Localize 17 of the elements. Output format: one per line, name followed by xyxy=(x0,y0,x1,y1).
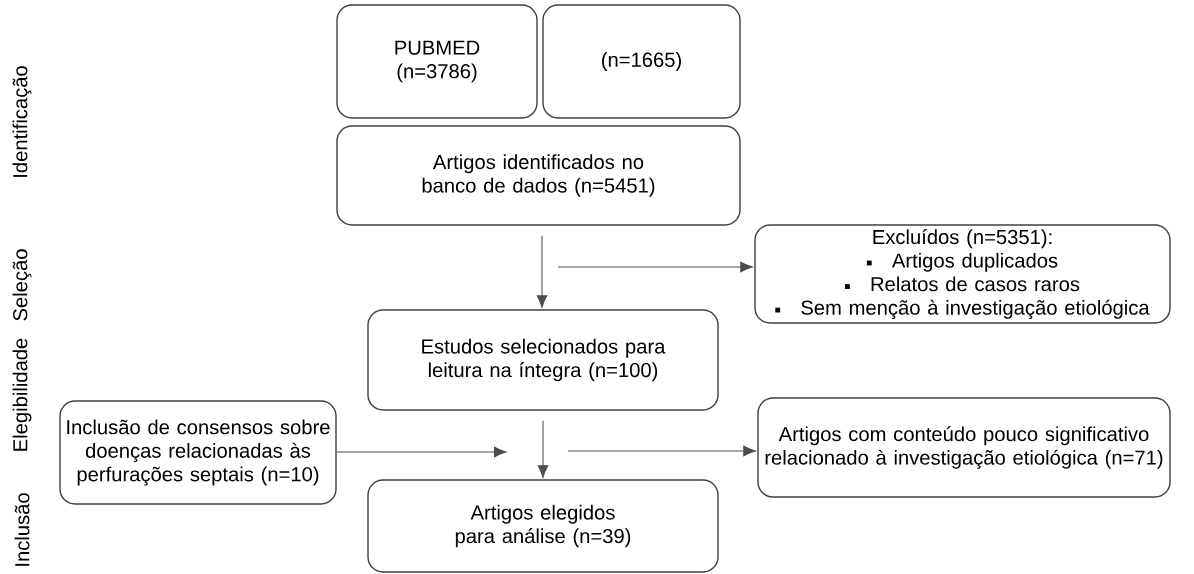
process-box: Artigos com conteúdo pouco significativo relacionado à investigação etiológica (n=71) xyxy=(757,397,1171,498)
arrow xyxy=(557,261,753,273)
stage-label: Identificação xyxy=(12,66,32,177)
process-box: Inclusão de consensos sobre doenças relacionadas às perfurações septais (n=10) xyxy=(59,400,337,505)
stage-label: Elegibilidade xyxy=(12,338,32,451)
process-box: Excluídos (n=5351): Artigos duplicados Relatos de casos raros Sem menção à investigação etiológica xyxy=(754,224,1171,324)
process-box: (n=1665) xyxy=(542,4,741,119)
process-box: Estudos selecionados para leitura na íntegra (n=100) xyxy=(367,309,719,411)
stage-label: Seleção xyxy=(12,249,32,321)
process-box: Artigos elegidos para análise (n=39) xyxy=(367,479,719,573)
stage-label: Inclusão xyxy=(14,493,30,566)
process-box: Artigos identificados no banco de dados (n=5451) xyxy=(336,125,741,226)
arrow xyxy=(567,445,756,457)
process-box: PUBMED (n=3786) xyxy=(336,4,538,119)
arrow xyxy=(336,446,507,458)
arrow xyxy=(537,420,549,478)
arrow xyxy=(536,235,548,308)
